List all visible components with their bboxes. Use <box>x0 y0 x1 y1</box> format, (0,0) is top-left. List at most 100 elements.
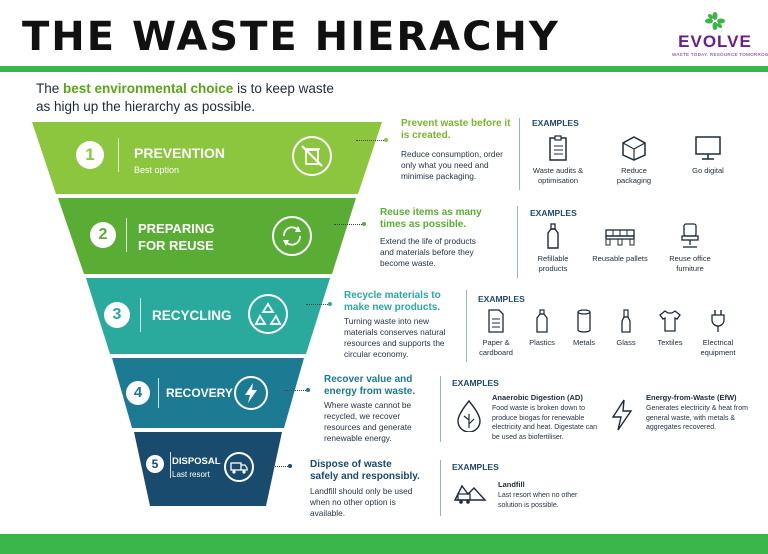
example-textiles: Textiles <box>648 308 692 348</box>
reuse-arrows-icon <box>272 216 312 256</box>
example-glass: Glass <box>606 308 646 348</box>
bolt-outline-icon <box>611 399 633 431</box>
bottom-green-bar <box>0 534 768 554</box>
level-1-separator <box>519 118 520 190</box>
recycle-leaf-icon <box>705 12 725 30</box>
level-4-heading: Recover value and energy from waste. <box>324 374 416 397</box>
level-2-separator <box>517 206 518 278</box>
plug-icon <box>711 310 725 332</box>
level-2-connector-end <box>362 222 366 226</box>
level-2-number: 2 <box>90 222 116 248</box>
level-1-band <box>32 122 382 194</box>
intro-highlight: best environmental choice <box>63 81 234 96</box>
example-reduce-packaging: Reduce packaging <box>606 134 662 186</box>
level-3-heading: Recycle materials to make new products. <box>344 290 441 313</box>
landfill-title: Landfill <box>498 480 525 489</box>
level-1-name: PREVENTION <box>134 145 226 161</box>
top-green-bar <box>0 66 768 72</box>
example-label: Reduce packaging <box>616 166 652 185</box>
example-waste-audits: Waste audits & optimisation <box>530 134 586 186</box>
level-3-examples-label: EXAMPLES <box>478 294 525 304</box>
level-5-divider <box>170 452 171 478</box>
example-label: Waste audits & optimisation <box>532 166 584 185</box>
example-label: Refillable products <box>537 254 569 273</box>
level-5-connector <box>262 466 290 467</box>
plastic-bottle-icon <box>536 309 548 333</box>
example-label: Textiles <box>657 338 683 347</box>
example-reusable-pallets: Reusable pallets <box>592 222 648 264</box>
example-paper-cardboard: Paper & cardboard <box>472 308 520 358</box>
example-label: Metals <box>572 338 596 347</box>
level-1-sub: Best option <box>134 165 180 175</box>
ad-title: Anaerobic Digestion (AD) <box>492 393 583 402</box>
level-2-body: Extend the life of products and material… <box>380 236 476 268</box>
level-3-connector-end <box>328 302 332 306</box>
level-4-band <box>112 358 304 428</box>
level-1-body: Reduce consumption, order only what you … <box>401 149 503 181</box>
level-3-body: Turning waste into new materials conserv… <box>344 316 446 359</box>
bottle-icon <box>547 223 559 249</box>
efw-title: Energy-from-Waste (EfW) <box>646 393 737 402</box>
level-3-name: RECYCLING <box>152 308 232 323</box>
recycle-icon <box>248 294 288 334</box>
level-5-examples-label: EXAMPLES <box>452 462 499 472</box>
level-5-band <box>134 432 282 506</box>
level-1-connector-end <box>384 138 388 142</box>
example-metals: Metals <box>564 308 604 348</box>
monitor-icon <box>695 136 721 160</box>
landfill-body: Last resort when no other solution is po… <box>498 492 578 509</box>
no-bin-icon <box>292 136 332 176</box>
leaf-drop-icon <box>457 399 481 432</box>
level-5-sub: Last resort <box>172 470 210 479</box>
box-icon <box>622 136 646 161</box>
logo-tagline: WASTE TODAY. RESOURCE TOMORROW. <box>672 52 768 57</box>
level-3-number: 3 <box>104 302 130 328</box>
level-4-body: Where waste cannot be recycled, we recov… <box>324 400 412 443</box>
level-4-name: RECOVERY <box>166 386 233 400</box>
intro-text: The best environmental choice is to keep… <box>36 80 336 116</box>
example-go-digital: Go digital <box>680 134 736 176</box>
lightning-icon <box>234 376 268 410</box>
example-reuse-office-furniture: Reuse office furniture <box>660 222 720 274</box>
level-4-connector <box>284 390 308 391</box>
clipboard-icon <box>549 135 567 161</box>
glass-bottle-icon <box>621 309 631 333</box>
level-1-examples-label: EXAMPLES <box>532 118 579 128</box>
example-plastics: Plastics <box>520 308 564 348</box>
example-electrical-equipment: Electrical equipment <box>692 308 744 358</box>
page-title: THE WASTE HIERACHY <box>22 14 560 60</box>
level-2-name: PREPARING FOR REUSE <box>138 221 215 253</box>
level-4-divider <box>158 378 159 408</box>
level-3-divider <box>140 298 141 332</box>
logo-name: EVOLVE <box>678 32 752 51</box>
level-3-connector <box>306 304 330 305</box>
level-4-number: 4 <box>126 381 150 405</box>
intro-suffix: is to keep waste as high up the hierarch… <box>36 81 334 114</box>
level-2-connector <box>334 224 364 225</box>
level-5-body: Landfill should only be used when no oth… <box>310 486 413 518</box>
level-5-separator <box>440 460 441 516</box>
efw-body: Generates electricity & heat from genera… <box>646 405 748 431</box>
example-label: Glass <box>616 338 636 347</box>
level-5-heading: Dispose of waste safely and responsibly. <box>310 459 420 482</box>
example-refillable-products: Refillable products <box>526 222 580 274</box>
example-label: Plastics <box>529 338 555 347</box>
level-1-heading: Prevent waste before it is created. <box>401 118 511 141</box>
level-2-examples-label: EXAMPLES <box>530 208 577 218</box>
paper-icon <box>488 309 504 333</box>
level-4-separator <box>440 376 441 442</box>
level-4-connector-end <box>306 388 310 392</box>
level-2-band <box>58 198 356 274</box>
can-icon <box>577 309 591 333</box>
pallet-icon <box>605 229 635 246</box>
level-2-divider <box>126 218 127 252</box>
level-3-separator <box>466 290 467 362</box>
level-1-connector <box>356 140 386 141</box>
level-1-divider <box>118 138 119 172</box>
landfill-icon <box>453 484 487 504</box>
tshirt-icon <box>659 310 681 332</box>
landfill-truck-icon <box>224 452 254 482</box>
office-chair-icon <box>681 223 699 248</box>
example-label: Paper & cardboard <box>479 338 513 357</box>
level-2-heading: Reuse items as many times as possible. <box>380 207 482 230</box>
